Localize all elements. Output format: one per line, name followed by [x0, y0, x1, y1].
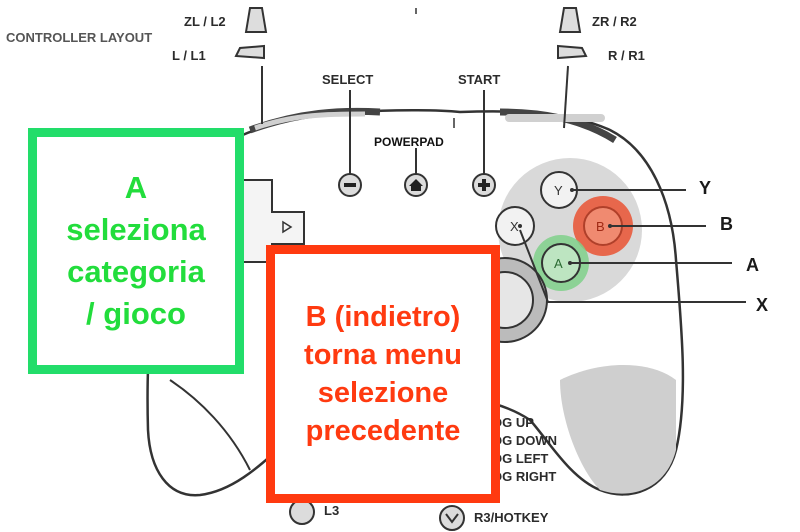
label-zr-r2: ZR / R2 [592, 14, 637, 29]
note-a-line-1: A [124, 170, 148, 205]
svg-text:A: A [554, 256, 563, 271]
label-zl-l2: ZL / L2 [184, 14, 226, 29]
left-bumper-fill [254, 111, 366, 131]
label-x: X [756, 295, 769, 315]
r-bumper-icon [557, 44, 588, 60]
right-bumper-fill [505, 114, 605, 122]
y-button: Y [540, 171, 578, 209]
left-grip-outline [169, 379, 251, 471]
label-b: B [720, 214, 733, 234]
label-select: SELECT [322, 72, 374, 87]
x-button: X [495, 206, 535, 246]
x-leader [519, 229, 746, 303]
label-start: START [458, 72, 501, 87]
svg-text:Y: Y [554, 183, 563, 198]
note-b-back: B (indietro) torna menu selezione preced… [266, 245, 500, 503]
svg-text:X: X [510, 219, 519, 234]
label-y: Y [699, 178, 712, 198]
l3-stick-icon [289, 499, 315, 525]
select-button [338, 173, 362, 197]
r1-leader [563, 65, 569, 129]
note-b-line-4: precedente [305, 415, 461, 447]
right-grip-shade [560, 365, 676, 494]
r3-stick-icon [439, 505, 465, 531]
label-r-r1: R / R1 [608, 48, 645, 63]
note-b-line-1: B (indietro) [305, 301, 461, 333]
label-a: A [746, 255, 759, 275]
label-powerpad: POWERPAD [374, 135, 444, 149]
note-a-line-2: seleziona [66, 212, 206, 247]
label-l3: L3 [324, 503, 340, 518]
zr-trigger-icon [558, 7, 582, 33]
dpad [239, 179, 305, 263]
note-a-line-4: / gioco [86, 296, 186, 331]
label-l-l1: L / L1 [172, 48, 206, 63]
diagram-title: CONTROLLER LAYOUT [6, 30, 153, 45]
l-bumper-icon [234, 44, 265, 60]
note-a-select: A seleziona categoria / gioco [28, 128, 244, 374]
note-a-line-3: categoria [67, 254, 205, 289]
note-b-line-3: selezione [317, 377, 449, 409]
dpad-right-arrow-icon [282, 220, 293, 234]
label-stick-down: OG DOWN [492, 433, 557, 448]
label-stick-up: OG UP [492, 415, 534, 430]
zl-trigger-icon [244, 7, 268, 33]
start-button [472, 173, 496, 197]
note-b-line-2: torna menu [304, 339, 462, 371]
label-stick-right: OG RIGHT [492, 469, 557, 484]
label-r3-hotkey: R3/HOTKEY [474, 510, 549, 525]
label-stick-left: OG LEFT [492, 451, 549, 466]
home-button [404, 173, 428, 197]
svg-text:B: B [596, 219, 605, 234]
